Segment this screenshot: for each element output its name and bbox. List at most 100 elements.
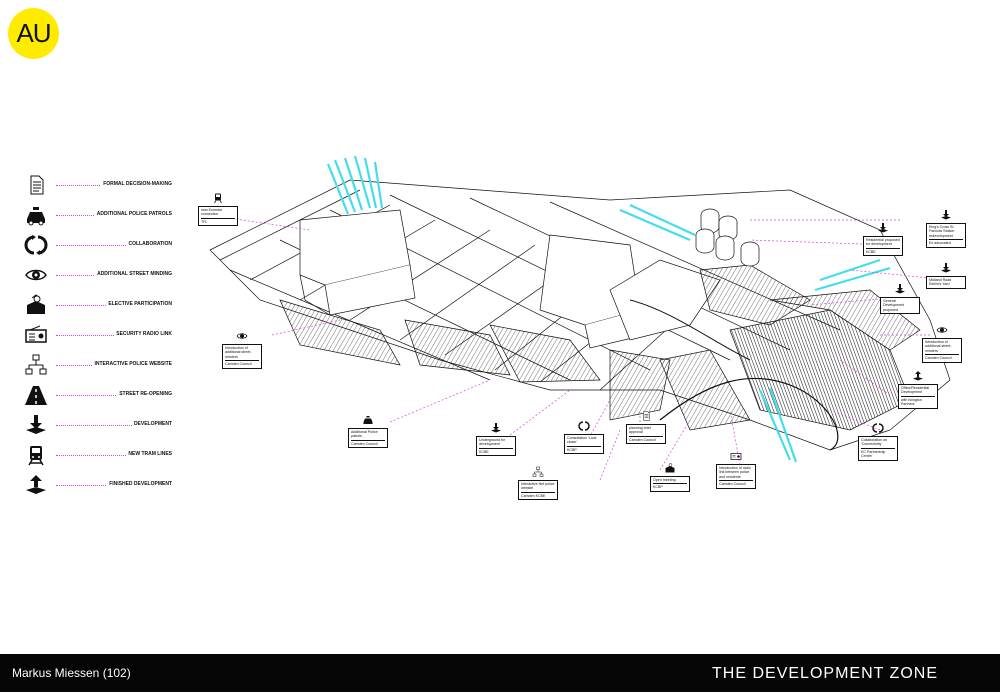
- legend-label: STREET RE-OPENING: [117, 391, 172, 397]
- legend-leader-line: [56, 455, 136, 456]
- callout: General Development proposed: [880, 283, 920, 315]
- eye-icon: [936, 327, 948, 333]
- legend-item: SECURITY RADIO LINK: [22, 322, 172, 348]
- collaboration-arrows-icon: [24, 235, 48, 255]
- callout-org: Camden Council: [629, 435, 663, 442]
- callout: King's Cross St. Pancras Station redevel…: [926, 209, 966, 248]
- callout-org: with Islington Partners: [901, 395, 935, 407]
- callout-box: Introduction of additional street-minder…: [922, 338, 962, 363]
- legend-item: FORMAL DECISION-MAKING: [22, 172, 172, 198]
- callout-text: General Development proposed: [883, 299, 905, 312]
- legend-label: FINISHED DEVELOPMENT: [107, 481, 172, 487]
- callout-text: Introduction of radio link between polic…: [719, 466, 751, 479]
- callout-org: Ex advocated: [929, 239, 963, 245]
- collaboration-arrows-icon: [872, 423, 884, 433]
- document-icon: [643, 411, 650, 421]
- legend-item: INTERACTIVE POLICE WEBSITE: [22, 352, 172, 378]
- callout-org: Camden Council: [925, 354, 959, 360]
- network-icon: [532, 466, 544, 477]
- callout-text: Introduction of additional street-minder…: [225, 346, 252, 359]
- legend-label: FORMAL DECISION-MAKING: [101, 181, 172, 187]
- callout-org: KCBE: [479, 447, 513, 454]
- development-arrow-icon: [26, 415, 46, 434]
- callout-org: Camden Council: [225, 360, 259, 366]
- legend-label: ADDITIONAL POLICE PATROLS: [94, 211, 172, 217]
- legend-leader-line: [56, 395, 136, 396]
- legend-leader-line: [56, 185, 136, 186]
- network-icon: [25, 354, 47, 375]
- legend-label: INTERACTIVE POLICE WEBSITE: [92, 361, 172, 367]
- legend-item: ELECTIVE PARTICIPATION: [22, 292, 172, 318]
- legend-label: ELECTIVE PARTICIPATION: [106, 301, 172, 307]
- callout-text: Underground for development: [479, 438, 506, 447]
- callout-box: Consultation 'Look closer'KCBP: [564, 434, 604, 455]
- callout-text: Consultation 'Look closer': [567, 436, 597, 445]
- legend-label: SECURITY RADIO LINK: [114, 331, 172, 337]
- callout-org: KC Partnership Centre: [861, 447, 895, 459]
- callout: Introduction of additional street-minder…: [222, 330, 262, 369]
- callout-text: Introduction of additional street-minder…: [925, 340, 952, 353]
- axonometric-map: [209, 155, 951, 481]
- legend-label: DEVELOPMENT: [131, 421, 172, 427]
- legend-item: STREET RE-OPENING: [22, 382, 172, 408]
- callout-box: General Development proposed: [880, 297, 920, 315]
- legend-leader-line: [56, 335, 136, 336]
- callout-org: Camden Council: [719, 480, 753, 486]
- legend-label: COLLABORATION: [126, 241, 172, 247]
- legend-item: COLLABORATION: [22, 232, 172, 258]
- au-badge: AU: [8, 8, 59, 59]
- finished-development-icon: [913, 371, 923, 381]
- callout-text: Interactive Net police website: [521, 482, 555, 491]
- document-icon: [30, 175, 44, 195]
- eye-icon: [25, 269, 47, 281]
- development-arrow-icon: [941, 263, 951, 273]
- callout-text: new Eurostar connection: [201, 208, 223, 217]
- legend-item: DEVELOPMENT: [22, 412, 172, 438]
- callout-box: Midland Road Eeklin's Yard: [926, 276, 966, 289]
- development-arrow-icon: [941, 210, 951, 220]
- callout: Collaboration on 'Connectivity'KC Partne…: [858, 422, 898, 461]
- callout-text: Open meeting: [653, 478, 676, 482]
- legend-leader-line: [56, 485, 136, 486]
- callout-box: Collaboration on 'Connectivity'KC Partne…: [858, 436, 898, 461]
- footer-title: THE DEVELOPMENT ZONE: [712, 665, 938, 682]
- legend-label: NEW TRAM LINES: [126, 451, 172, 457]
- police-car-icon: [27, 207, 45, 226]
- development-arrow-icon: [491, 423, 501, 433]
- callout-box: King's Cross St. Pancras Station redevel…: [926, 223, 966, 248]
- callout: Consultation 'Look closer'KCBP: [564, 420, 604, 455]
- ballot-box-icon: [665, 463, 675, 473]
- callout-text: Additional Police patrols: [351, 430, 378, 439]
- legend-leader-line: [56, 305, 136, 306]
- callout: Introduction of additional street-minder…: [922, 324, 962, 363]
- eye-icon: [236, 333, 248, 339]
- legend-label: ADDITIONAL STREET MINDING: [95, 271, 172, 277]
- collaboration-arrows-icon: [578, 421, 590, 431]
- legend-item: ADDITIONAL STREET MINDING: [22, 262, 172, 288]
- footer-bar: Markus Miessen (102) THE DEVELOPMENT ZON…: [0, 654, 1000, 692]
- callout-org: Camden Council: [351, 439, 385, 446]
- callout-text: planning brief approval: [629, 426, 651, 435]
- police-car-icon: [363, 416, 373, 424]
- callout-text: King's Cross St. Pancras Station redevel…: [929, 225, 955, 238]
- callout-org: KCBP: [653, 483, 687, 489]
- legend-item: FINISHED DEVELOPMENT: [22, 472, 172, 498]
- legend-leader-line: [56, 245, 136, 246]
- callout-text: Midland Road Eeklin's Yard: [929, 278, 952, 287]
- tram-icon: [214, 193, 222, 204]
- tram-icon: [28, 446, 44, 466]
- radio-icon: [25, 325, 47, 343]
